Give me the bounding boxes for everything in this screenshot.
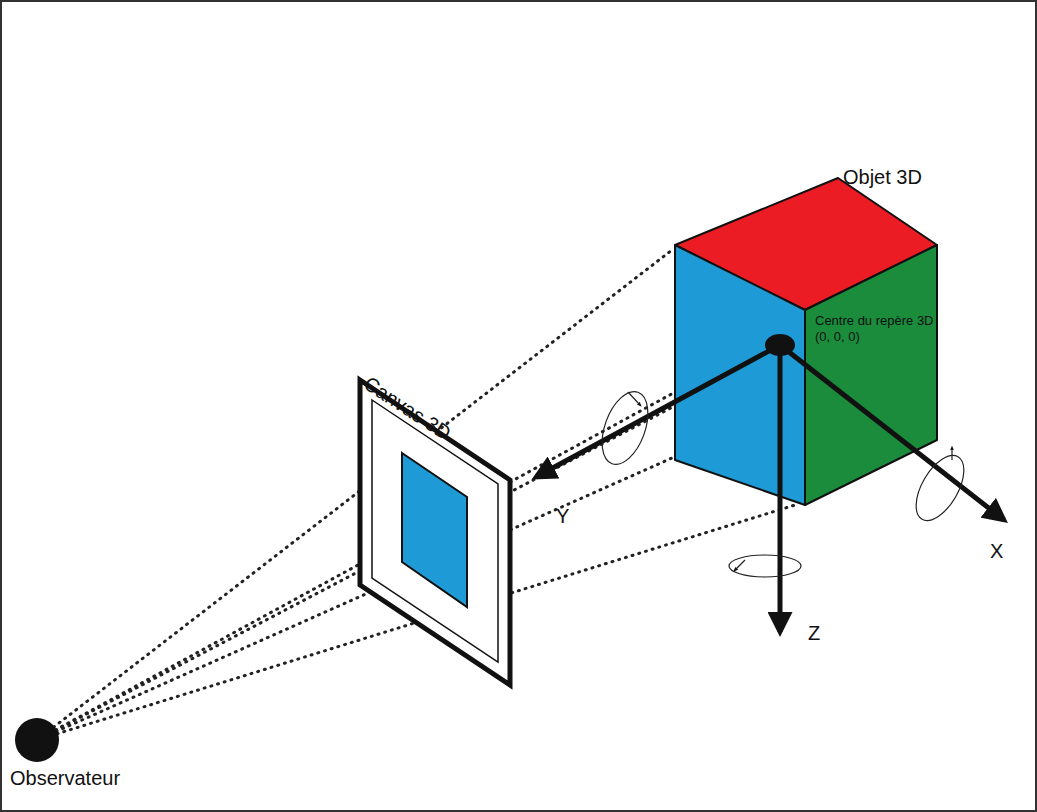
rotation-arrows	[593, 385, 973, 577]
origin-coordinates: (0, 0, 0)	[815, 330, 860, 344]
canvas-projection	[402, 453, 467, 607]
axis-label: Y	[556, 505, 569, 527]
origin-label: Centre du repère 3D	[815, 314, 934, 328]
observer-label: Observateur	[10, 767, 120, 789]
x-axis	[780, 345, 1004, 520]
y-axis	[536, 345, 780, 477]
axes	[536, 345, 1004, 632]
cube-side-face	[805, 245, 937, 505]
cube	[675, 178, 937, 505]
cube-front-face	[675, 245, 805, 505]
z-axis	[778, 345, 783, 632]
axis-label: Z	[808, 622, 820, 644]
origin-point	[765, 334, 795, 356]
observer-point	[15, 718, 59, 762]
object-title: Objet 3D	[843, 166, 922, 188]
axis-label: X	[990, 540, 1003, 562]
